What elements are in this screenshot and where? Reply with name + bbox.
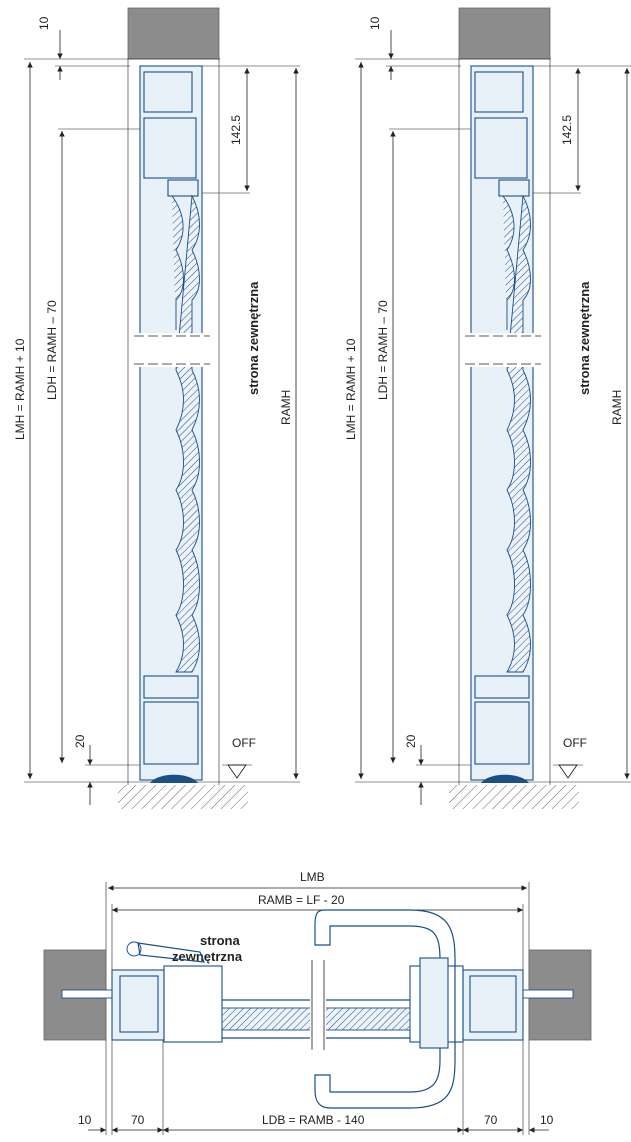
plan-break-gap xyxy=(310,960,326,1050)
off-triangle xyxy=(558,764,578,779)
dim-ldh-label: LDH = RAMH – 70 xyxy=(376,300,390,400)
break-gap xyxy=(463,333,543,367)
ground-hatch xyxy=(449,785,579,809)
bottom-chamber-2 xyxy=(474,701,530,765)
dim-lmh-label: LMH = RAMH + 10 xyxy=(13,338,27,440)
off-triangle xyxy=(227,764,247,779)
bottom-chamber-1 xyxy=(143,675,199,699)
door-panel xyxy=(502,194,531,673)
bottom-chamber-1 xyxy=(474,675,530,699)
top-chamber-3 xyxy=(167,179,199,197)
plan-frame-left xyxy=(111,969,165,1041)
top-chamber-2 xyxy=(143,117,197,179)
top-chamber-2 xyxy=(474,117,528,179)
lintel-block xyxy=(458,7,551,60)
lever-arm xyxy=(137,942,205,963)
dim-142-label: 142.5 xyxy=(560,115,574,145)
dim-142-label: 142.5 xyxy=(229,115,243,145)
dim-left-70-label: 70 xyxy=(131,1113,145,1127)
dim-20-label: 20 xyxy=(404,734,418,748)
side-view-right: 10 LMH = RAMH + 10 LDH = RAMH – 70 142.5… xyxy=(344,7,631,809)
bottom-chamber-2 xyxy=(143,701,199,765)
anchor-right xyxy=(517,989,574,999)
floor-seal xyxy=(481,774,529,783)
dim-right-70-label: 70 xyxy=(484,1113,498,1127)
dim-10-label: 10 xyxy=(37,16,51,30)
dim-right-10-label: 10 xyxy=(540,1113,554,1127)
anchor-left xyxy=(61,989,118,999)
top-chamber-1 xyxy=(474,71,524,113)
side-view-left: 10 LMH = RAMH + 10 LDH = RAMH – 70 142.5… xyxy=(13,7,300,809)
door-handle xyxy=(314,909,456,1109)
plan-outside-label-line2: zewnętrzna xyxy=(172,949,243,964)
dim-lmh-label: LMH = RAMH + 10 xyxy=(344,338,358,440)
ground-hatch xyxy=(118,785,248,809)
dim-10-label: 10 xyxy=(368,16,382,30)
lever-pivot xyxy=(126,941,142,957)
dim-ldb-label: LDB = RAMB - 140 xyxy=(262,1113,365,1127)
dim-left-10-label: 10 xyxy=(78,1113,92,1127)
break-gap xyxy=(132,333,212,367)
top-chamber-3 xyxy=(498,179,530,197)
top-chamber-1 xyxy=(143,71,193,113)
plan-frame-right-chamber xyxy=(469,975,517,1033)
lock-body xyxy=(419,957,449,1049)
floor-seal xyxy=(150,774,198,783)
outside-label: strona zewnętrzna xyxy=(577,281,592,395)
plan-view: LMB RAMB = LF - 20 strona zewnętrzna xyxy=(43,870,592,1135)
leaf-stile-left xyxy=(163,965,223,1043)
plan-frame-left-chamber xyxy=(119,975,159,1033)
dim-20-label: 20 xyxy=(73,734,87,748)
off-label: OFF xyxy=(563,736,587,750)
dim-ramb-label: RAMB = LF - 20 xyxy=(258,893,345,907)
dim-ramh-label: RAMH xyxy=(279,390,293,425)
off-label: OFF xyxy=(232,736,256,750)
dim-lmb-label: LMB xyxy=(300,870,325,884)
plan-frame-right xyxy=(462,969,524,1041)
plan-outside-label-line1: strona xyxy=(200,933,241,948)
dim-ramh-label: RAMH xyxy=(610,390,624,425)
lintel-block xyxy=(127,7,220,60)
door-panel xyxy=(171,194,200,673)
outside-label: strona zewnętrzna xyxy=(246,281,261,395)
dim-ldh-label: LDH = RAMH – 70 xyxy=(45,300,59,400)
